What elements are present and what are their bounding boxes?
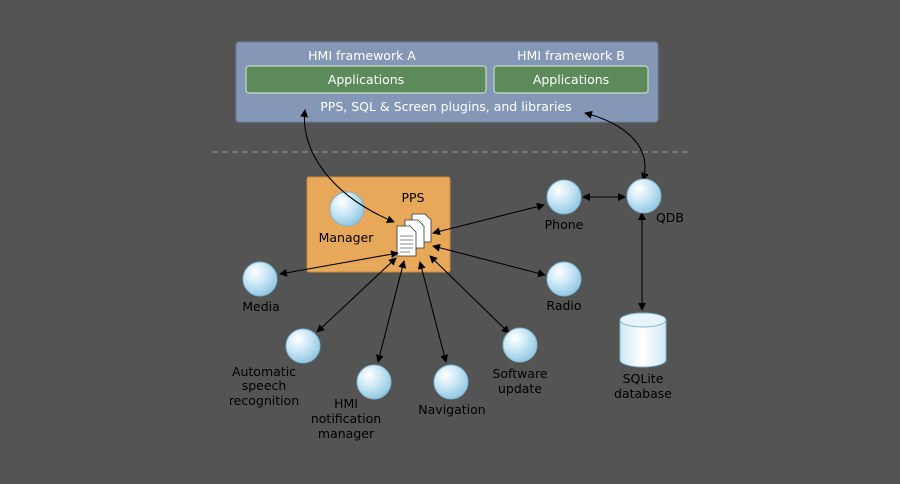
asr-label-line-2: speech [242, 378, 287, 393]
qdb-node [626, 178, 662, 214]
software-update-label-line-2: update [498, 381, 542, 396]
arrow-pps-phone [432, 202, 545, 236]
phone-node-group: Phone [545, 179, 584, 232]
asr-label-line-1: Automatic [232, 364, 296, 379]
hmi-notification-node [356, 364, 392, 400]
media-node [242, 261, 278, 297]
manager-label: Manager [319, 230, 375, 245]
sqlite-label-line-1: SQLite [623, 371, 664, 386]
qdb-node-group: QDB [626, 178, 684, 225]
qdb-label: QDB [656, 210, 684, 225]
hmi-notification-label-line-1: HMI [334, 396, 358, 411]
media-node-group: Media [242, 261, 280, 314]
arrow-hmi-qdb [584, 110, 649, 181]
applications-b-box [493, 65, 649, 94]
radio-label: Radio [546, 298, 581, 313]
phone-node [546, 179, 582, 215]
applications-a-label: Applications [328, 72, 404, 87]
hmi-framework-box: HMI framework A HMI framework B Applicat… [235, 41, 659, 123]
software-update-label-line-1: Software [492, 366, 547, 381]
navigation-label: Navigation [418, 402, 485, 417]
hmi-framework-a-label: HMI framework A [308, 48, 416, 63]
arrow-pps-hmi-notification [375, 260, 407, 363]
software-update-node [502, 327, 538, 363]
manager-node [329, 191, 365, 227]
navigation-node-group: Navigation [418, 364, 486, 417]
sqlite-database-group: SQLite database [614, 312, 672, 401]
database-icon [619, 319, 667, 368]
hmi-notification-label-line-2: notification [311, 411, 381, 426]
navigation-node [433, 364, 469, 400]
asr-label-line-3: recognition [229, 393, 299, 408]
software-update-node-group: Software update [492, 327, 548, 396]
applications-b-label: Applications [533, 72, 609, 87]
hmi-notification-node-group: HMI notification manager [311, 364, 392, 441]
arrow-hmi-pps [300, 109, 395, 223]
applications-a-box [245, 65, 487, 94]
media-label: Media [242, 299, 280, 314]
pps-documents-icon [396, 213, 432, 257]
sqlite-label-line-2: database [614, 386, 672, 401]
arrow-pps-navigation [417, 261, 449, 363]
asr-node-group: Automatic speech recognition [229, 328, 321, 408]
connection-arrows [279, 109, 649, 363]
radio-node [546, 261, 582, 297]
hmi-notification-label-line-3: manager [318, 426, 375, 441]
phone-label: Phone [545, 217, 584, 232]
asr-node [285, 328, 321, 364]
pps-box: PPS Manager [306, 176, 451, 273]
plugins-label: PPS, SQL & Screen plugins, and libraries [320, 99, 571, 114]
hmi-framework-b-label: HMI framework B [517, 48, 625, 63]
pps-title: PPS [401, 190, 424, 205]
radio-node-group: Radio [546, 261, 582, 313]
arrow-pps-software-update [429, 255, 510, 334]
